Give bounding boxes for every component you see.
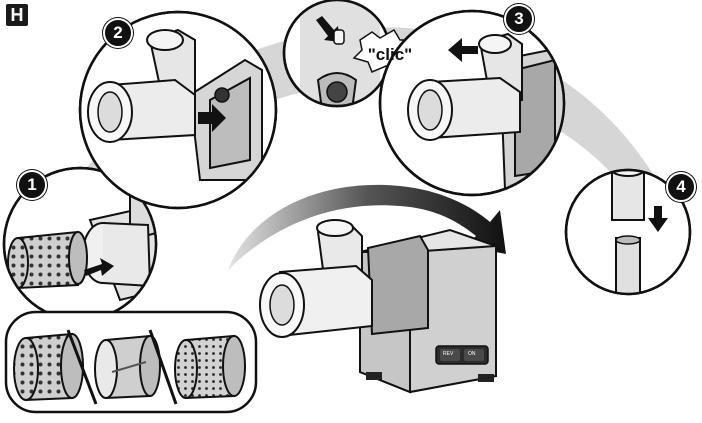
arrow-icon: [198, 104, 226, 132]
arrow-icon: [648, 206, 668, 232]
section-label: H: [6, 4, 28, 26]
grater-drum-icon: [94, 334, 161, 400]
arrow-icon: [448, 38, 478, 62]
step-number-1: 1: [17, 170, 47, 200]
detail-panel: [282, 0, 392, 108]
step-number-4: 4: [666, 172, 696, 202]
grater-options-panel: [4, 310, 258, 414]
step-number-3: 3: [504, 4, 534, 34]
curved-arrow-icon: [228, 184, 506, 270]
grater-drum-icon: [13, 332, 84, 402]
clic-text: "clic": [367, 45, 413, 64]
arrow-icon: [84, 258, 114, 276]
step2-panel: [78, 10, 278, 210]
assembled-appliance: [259, 219, 497, 394]
step3-panel: [378, 9, 566, 197]
step-number-2: 2: [103, 18, 133, 48]
step4-panel: [564, 168, 692, 296]
switch-label-rev: REV: [443, 351, 454, 357]
step1-panel: [2, 166, 158, 322]
grater-drum-icon: [174, 334, 246, 400]
switch-label-on: ON: [468, 351, 476, 357]
